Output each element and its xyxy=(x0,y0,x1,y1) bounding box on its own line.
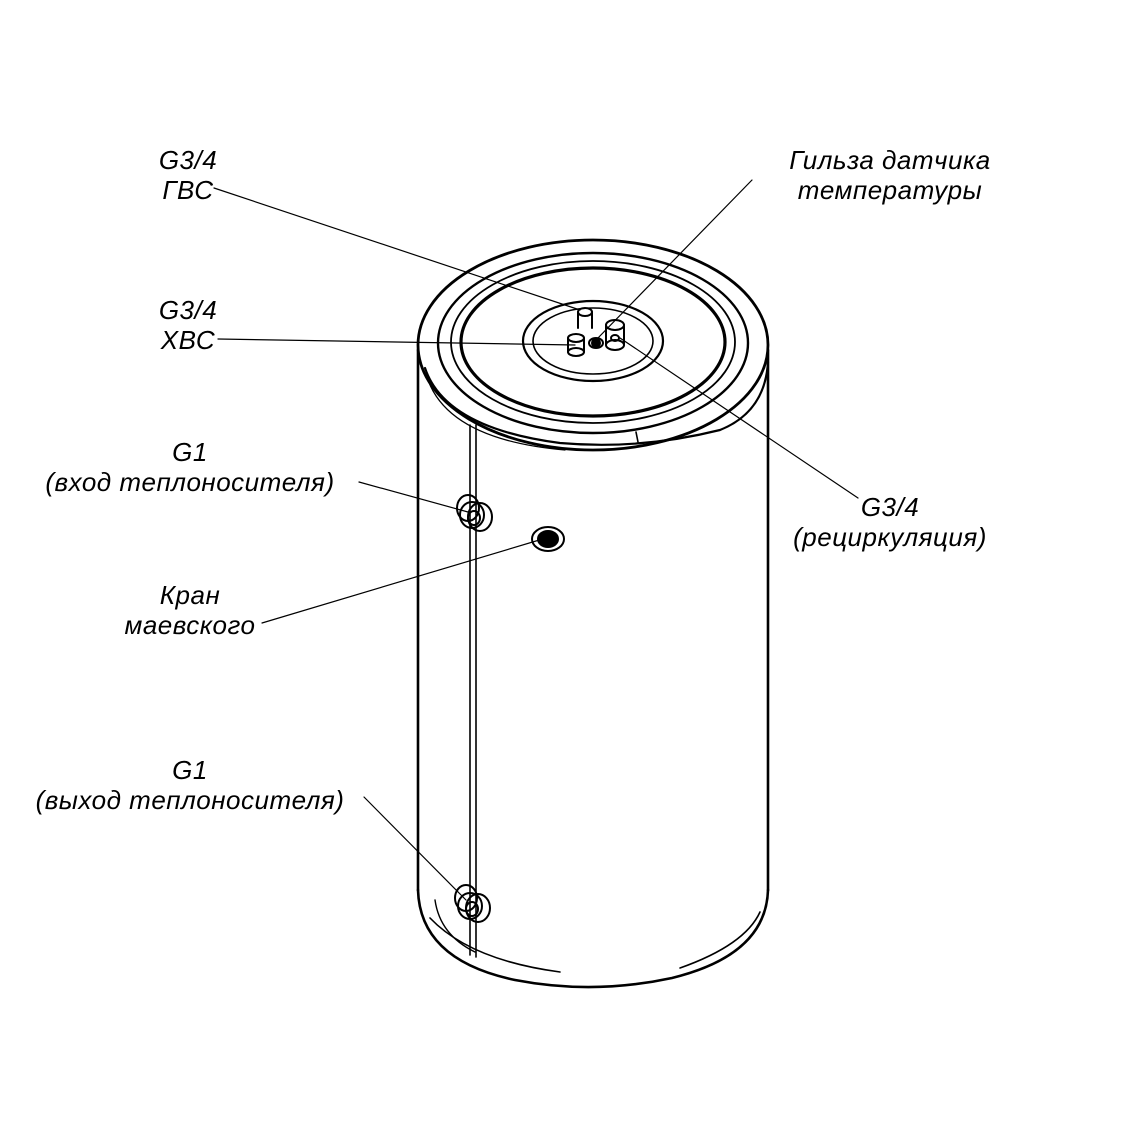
label-heat-in: G1 (вход теплоносителя) xyxy=(15,437,365,497)
tank-lid xyxy=(416,238,770,452)
label-recirculation-size: G3/4 xyxy=(860,492,920,522)
label-heat-out: G1 (выход теплоносителя) xyxy=(5,755,375,815)
top-fittings xyxy=(567,307,625,357)
label-hot-water-size: G3/4 xyxy=(158,145,218,175)
label-heat-in-size: G1 xyxy=(172,437,208,467)
label-air-valve-line2: маевского xyxy=(124,610,256,640)
leader-cold-water xyxy=(217,338,576,346)
label-cold-water-name: ХВС xyxy=(160,325,216,355)
label-heat-out-size: G1 xyxy=(172,755,208,785)
label-sensor-sleeve: Гильза датчика температуры xyxy=(765,145,1015,205)
label-recirculation: G3/4 (рециркуляция) xyxy=(775,492,1005,552)
leader-air-valve xyxy=(261,537,547,624)
label-heat-in-name: (вход теплоносителя) xyxy=(45,467,335,497)
label-cold-water: G3/4 ХВС xyxy=(148,295,228,355)
leader-lines xyxy=(213,179,859,901)
label-sensor-sleeve-line1: Гильза датчика xyxy=(789,145,991,175)
leader-recirculation xyxy=(619,337,859,499)
leader-heat-in xyxy=(358,481,469,513)
leader-heat-out xyxy=(363,796,467,901)
label-cold-water-size: G3/4 xyxy=(158,295,218,325)
label-air-valve: Кран маевского xyxy=(110,580,270,640)
side-ports xyxy=(454,494,565,923)
label-heat-out-name: (выход теплоносителя) xyxy=(35,785,345,815)
label-hot-water-name: ГВС xyxy=(162,175,214,205)
label-sensor-sleeve-line2: температуры xyxy=(797,175,983,205)
leader-hot-water xyxy=(213,187,581,311)
leader-sensor-sleeve xyxy=(595,179,753,341)
tank-body xyxy=(416,348,770,989)
label-air-valve-line1: Кран xyxy=(159,580,221,610)
label-hot-water: G3/4 ГВС xyxy=(148,145,228,205)
label-recirculation-name: (рециркуляция) xyxy=(793,522,987,552)
